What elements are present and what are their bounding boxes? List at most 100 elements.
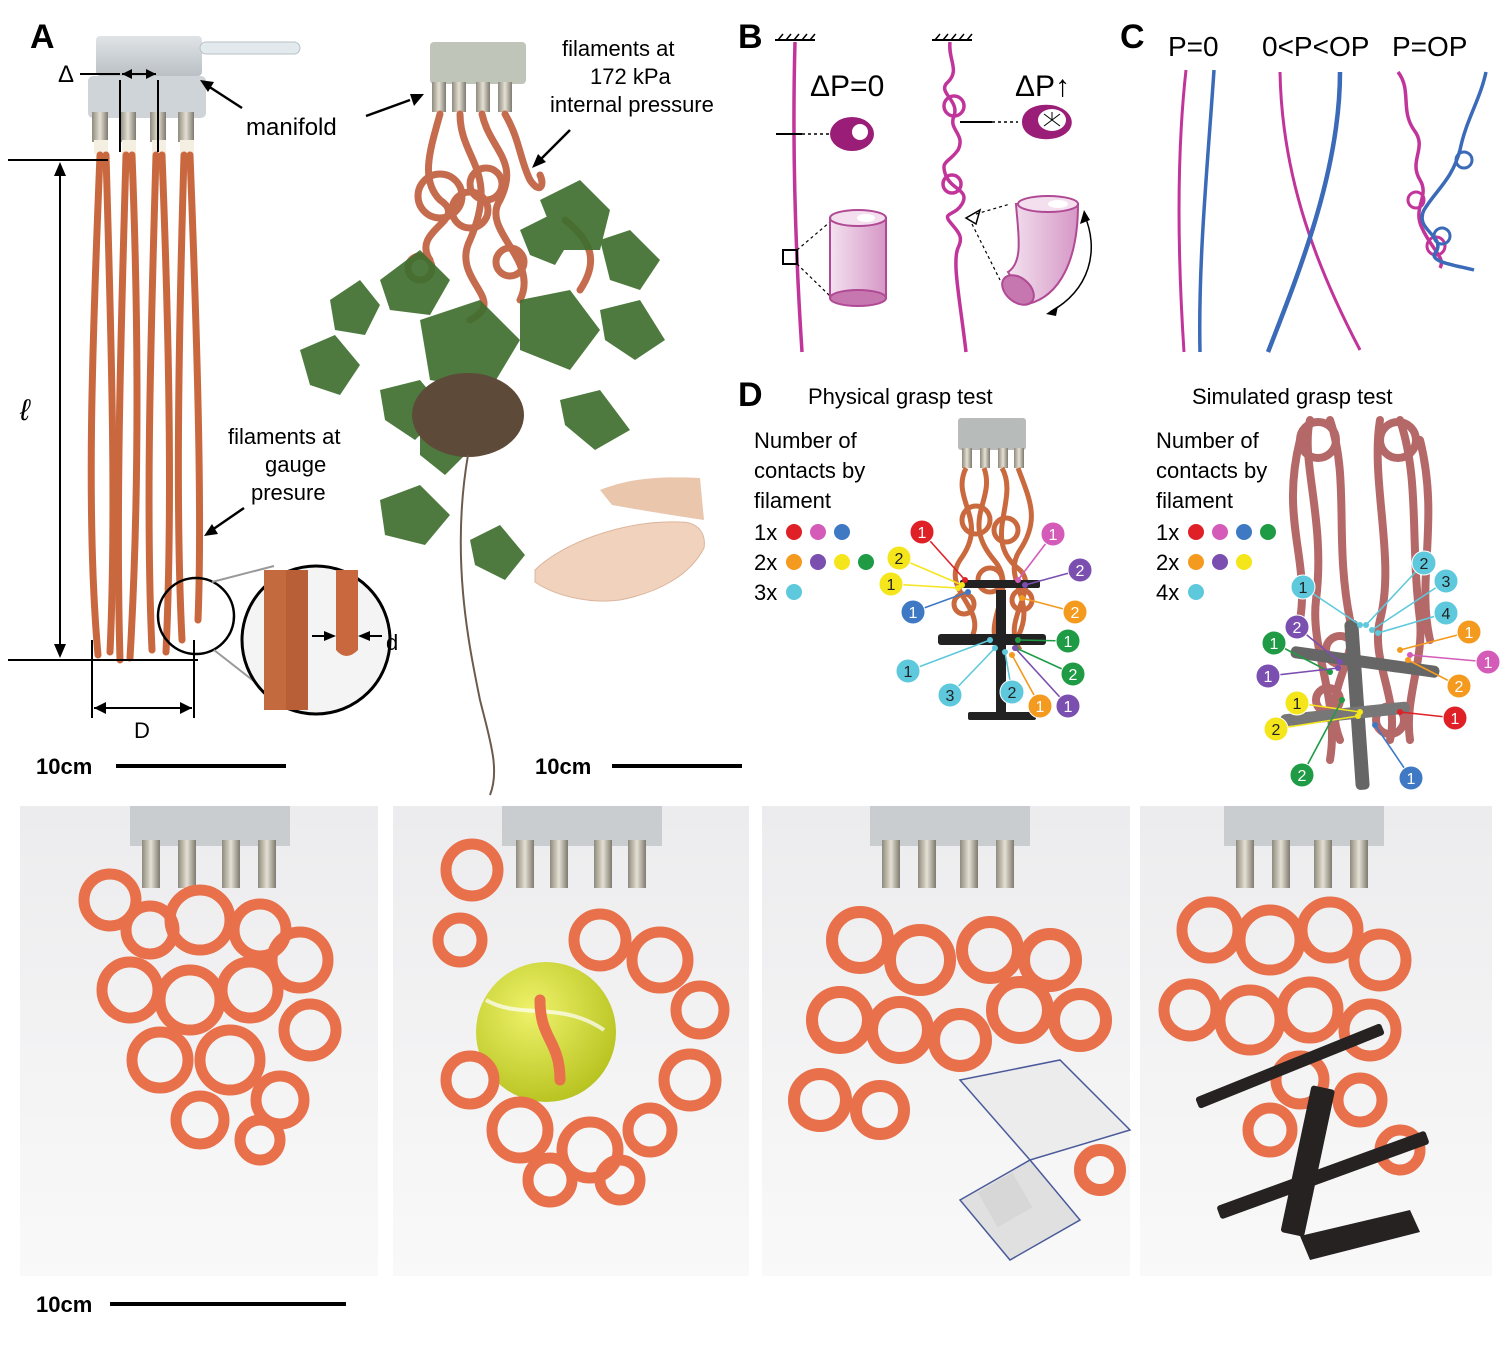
c-op-magenta <box>1396 70 1444 269</box>
physical-contact-point <box>1019 595 1025 601</box>
panel-c: C P=0 0<P<OP P=OP <box>1120 18 1488 353</box>
simulated-contact-point <box>1407 652 1413 658</box>
simulated-contact-badge <box>1255 663 1281 689</box>
pressure-label-2: 172 kPa <box>590 64 671 89</box>
physical-contact-badge <box>1040 521 1066 547</box>
physical-contact-badge <box>900 599 926 625</box>
simulated-contact-count: 1 <box>1299 580 1308 597</box>
physical-contact-point <box>1009 652 1015 658</box>
sim-legend-title-3: filament <box>1156 488 1233 513</box>
phys-legend-title-3: filament <box>754 488 831 513</box>
physical-grasp-photo <box>938 418 1046 720</box>
simulated-contact-count: 2 <box>1455 679 1464 696</box>
physical-legend-swatch <box>810 554 826 570</box>
simulated-legend-swatch <box>1212 524 1228 540</box>
simulated-contact-count: 3 <box>1442 574 1451 591</box>
physical-contact-count: 1 <box>1064 699 1073 716</box>
simulated-contact-point <box>1397 709 1403 715</box>
panel-a: A <box>8 18 742 796</box>
panel-label-d: D <box>738 376 763 414</box>
simulated-contact-count: 1 <box>1264 669 1273 686</box>
physical-grasp-title: Physical grasp test <box>808 384 993 409</box>
tube-segment-straight <box>829 209 887 307</box>
physical-contact-count: 1 <box>1049 527 1058 544</box>
scale-bar-label-e: 10cm <box>36 1292 92 1317</box>
physical-legend-swatch <box>786 584 802 600</box>
pressure-label-3: internal pressure <box>550 92 714 117</box>
delta-label: Δ <box>58 61 74 88</box>
physical-leader-line <box>907 639 991 672</box>
physical-contact-count: 1 <box>1036 699 1045 716</box>
physical-contact-count: 2 <box>1069 667 1078 684</box>
physical-contact-count: 1 <box>887 577 896 594</box>
physical-contact-count: 2 <box>1071 605 1080 622</box>
spread-d-label: D <box>134 718 150 743</box>
simulated-contact-count: 1 <box>1465 625 1474 642</box>
physical-contact-count: 2 <box>1076 563 1085 580</box>
simulated-contact-point <box>1335 665 1341 671</box>
simulated-contact-count: 1 <box>1484 655 1493 672</box>
panel-label-c: C <box>1120 18 1145 56</box>
simulated-legend-swatch <box>1236 554 1252 570</box>
simulated-contact-point <box>1357 622 1363 628</box>
simulated-legend-label-1: 2x <box>1156 550 1179 575</box>
gauge-label-3: presure <box>251 480 326 505</box>
p-op-label: P=OP <box>1392 31 1467 62</box>
t-object <box>1195 1023 1429 1260</box>
phys-legend-title-1: Number of <box>754 428 858 453</box>
simulated-contact-badge <box>1475 649 1500 675</box>
simulated-contact-count: 1 <box>1451 711 1460 728</box>
simulated-contact-badge <box>1442 705 1468 731</box>
gauge-label-1: filaments at <box>228 424 341 449</box>
physical-contact-badge <box>909 519 935 545</box>
simulated-contact-point <box>1355 713 1361 719</box>
simulated-contact-badge <box>1289 762 1315 788</box>
simulated-contact-badge <box>1433 600 1459 626</box>
physical-legend-label-2: 3x <box>754 580 777 605</box>
manifold-left-photo <box>88 36 301 154</box>
zoom-inset: d <box>240 564 398 716</box>
simulated-contact-count: 2 <box>1420 556 1429 573</box>
simulated-contact-badge <box>1398 765 1424 791</box>
physical-contact-point <box>987 637 993 643</box>
plant-gripper-photo <box>300 42 705 796</box>
simulated-contact-count: 1 <box>1293 696 1302 713</box>
simulated-legend-swatch <box>1188 584 1204 600</box>
physical-contact-point <box>965 589 971 595</box>
physical-contact-badge <box>1062 599 1088 625</box>
photo-tennis-ball-grasp <box>393 806 749 1276</box>
physical-legend-label-0: 1x <box>754 520 777 545</box>
physical-legend-swatch <box>810 524 826 540</box>
sim-legend-title-1: Number of <box>1156 428 1260 453</box>
simulated-legend-swatch <box>1188 554 1204 570</box>
simulated-legend-swatch <box>1188 524 1204 540</box>
simulated-leader-line <box>1301 699 1343 776</box>
physical-contact-count: 1 <box>1064 634 1073 651</box>
simulated-contact-count: 2 <box>1293 620 1302 637</box>
physical-contact-badge <box>1027 693 1053 719</box>
simulated-contact-badge <box>1456 619 1482 645</box>
simulated-contact-count: 2 <box>1272 722 1281 739</box>
p-zero-label: P=0 <box>1168 31 1219 62</box>
physical-contact-count: 2 <box>1008 685 1017 702</box>
physical-legend-swatch <box>834 554 850 570</box>
physical-legend-swatch <box>834 524 850 540</box>
simulated-leader-line <box>1365 562 1425 626</box>
simulated-grasp-title: Simulated grasp test <box>1192 384 1393 409</box>
physical-contact-point <box>955 585 961 591</box>
physical-contact-point <box>1012 645 1018 651</box>
physical-contact-badge <box>1060 661 1086 687</box>
simulated-contact-badge <box>1284 690 1310 716</box>
physical-contact-badge <box>886 545 912 571</box>
simulated-contact-badge <box>1284 614 1310 640</box>
physical-contact-point <box>992 645 998 651</box>
c-mid-magenta <box>1278 71 1362 351</box>
physical-leader-line <box>1014 647 1069 707</box>
panel-label-a: A <box>30 18 55 56</box>
gauge-label-2: gauge <box>265 452 326 477</box>
simulated-contact-point <box>1369 627 1375 633</box>
phys-legend-title-2: contacts by <box>754 458 865 483</box>
simulated-contact-badge <box>1433 568 1459 594</box>
